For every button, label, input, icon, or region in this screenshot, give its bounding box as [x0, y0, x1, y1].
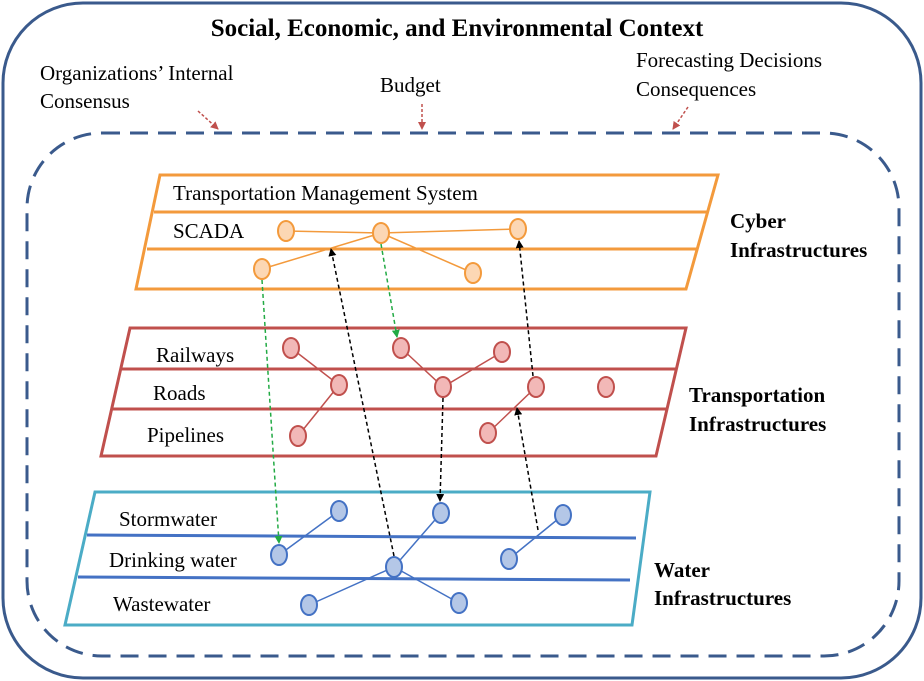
water-layer-frame	[63, 490, 652, 627]
transportation-layer: Railways Roads Pipelines Transportation …	[99, 326, 826, 458]
cyber-link	[380, 228, 519, 234]
water-link	[278, 510, 340, 556]
forecast-label-line2: Consequences	[636, 77, 756, 101]
transportation-node	[597, 376, 615, 398]
water-row-divider	[77, 575, 631, 582]
water-link	[308, 566, 395, 606]
forecast-label-line1: Forecasting Decisions	[636, 48, 822, 72]
cyber-node	[464, 262, 482, 284]
forecast-arrow	[672, 106, 689, 130]
transportation-link	[442, 351, 503, 388]
transportation-row-railways: Railways	[156, 343, 234, 367]
system-boundary	[25, 131, 901, 658]
dependency-arrows	[261, 240, 539, 557]
transportation-node	[330, 374, 348, 396]
cyber-row-scada: SCADA	[173, 219, 245, 243]
transportation-node	[392, 337, 410, 359]
cyber-name-line1: Cyber	[730, 209, 786, 233]
transportation-row-roads: Roads	[153, 381, 206, 405]
transportation-name-line1: Transportation	[689, 383, 825, 407]
consensus-arrow	[197, 110, 219, 130]
budget-label: Budget	[380, 73, 441, 97]
water-node	[300, 594, 318, 616]
black-dependency-arrow	[515, 240, 534, 377]
transportation-row-pipelines: Pipelines	[147, 423, 224, 447]
water-name-line2: Infrastructures	[654, 586, 791, 610]
water-link	[508, 514, 564, 560]
transportation-node	[479, 422, 497, 444]
water-name-line1: Water	[654, 558, 710, 582]
water-row-wastewater: Wastewater	[113, 592, 210, 616]
cyber-link	[285, 230, 382, 234]
water-layer: Stormwater Drinking water Wastewater Wat…	[63, 490, 791, 627]
transportation-node	[289, 425, 307, 447]
consensus-label-line1: Organizations’ Internal	[40, 61, 234, 85]
water-node	[554, 504, 572, 526]
water-node	[270, 544, 288, 566]
water-row-divider	[86, 533, 637, 540]
transportation-name-line2: Infrastructures	[689, 412, 826, 436]
transportation-link	[487, 386, 537, 434]
cyber-link	[261, 232, 382, 270]
water-node	[385, 556, 403, 578]
diagram-title: Social, Economic, and Environmental Cont…	[211, 15, 704, 42]
transportation-node	[434, 376, 452, 398]
transportation-node	[282, 337, 300, 359]
black-dependency-arrow	[328, 248, 395, 557]
transportation-link	[290, 347, 340, 386]
cyber-node	[253, 258, 271, 280]
transportation-node	[493, 341, 511, 363]
cyber-node	[509, 218, 527, 240]
transportation-node	[527, 376, 545, 398]
cyber-name-line2: Infrastructures	[730, 238, 867, 262]
cyber-layer: Transportation Management System SCADA C…	[134, 173, 867, 291]
water-node	[500, 548, 518, 570]
water-row-stormwater: Stormwater	[119, 507, 217, 531]
cyber-row-tms: Transportation Management System	[173, 181, 478, 205]
transportation-link	[297, 384, 340, 437]
green-dependency-arrow	[380, 243, 400, 338]
water-node	[330, 500, 348, 522]
green-dependency-arrow	[261, 279, 283, 544]
cyber-node	[372, 222, 390, 244]
water-node	[432, 502, 450, 524]
cyber-link	[380, 232, 474, 274]
transportation-layer-frame	[99, 326, 688, 458]
water-link	[393, 566, 460, 604]
black-dependency-arrow	[436, 397, 445, 502]
water-node	[450, 592, 468, 614]
cyber-node	[277, 220, 295, 242]
water-row-drinking-water: Drinking water	[109, 548, 237, 572]
water-link	[393, 512, 442, 568]
consensus-label-line2: Consensus	[40, 89, 130, 113]
